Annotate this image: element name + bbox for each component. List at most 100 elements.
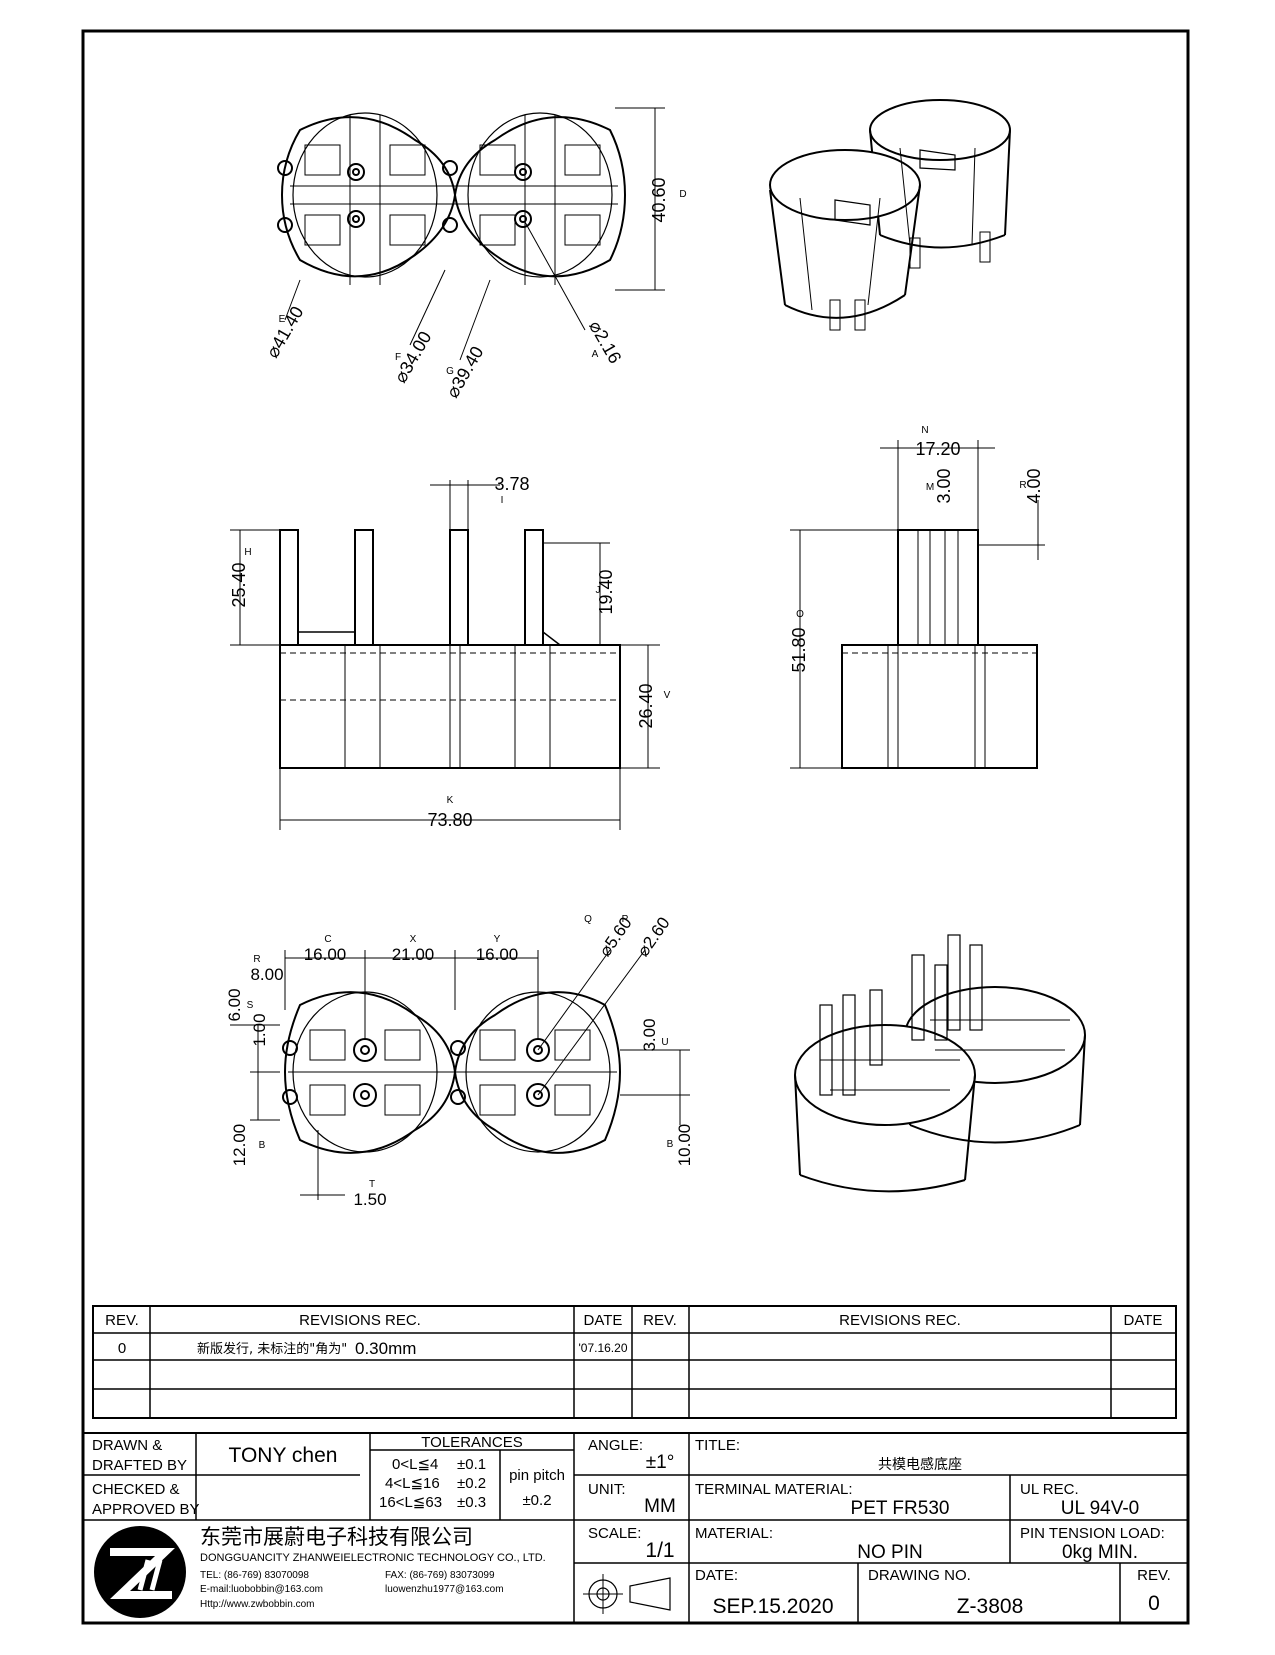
rev-header-left: REV. (105, 1312, 139, 1329)
dim-d1-text: 16.00 (304, 945, 347, 964)
tag-p: P (622, 914, 629, 925)
tag-e: E (279, 314, 286, 325)
tag-n: N (921, 425, 928, 436)
bottom-view (230, 949, 690, 1200)
terminal-label: TERMINAL MATERIAL: (695, 1481, 853, 1498)
tol-range-1: 0<L≦4 (392, 1456, 438, 1473)
tag-u: U (661, 1037, 668, 1048)
unit-val: MM (644, 1496, 676, 1517)
tol-val-1: ±0.1 (457, 1456, 486, 1473)
scale-label: SCALE: (588, 1525, 641, 1542)
material-label: MATERIAL: (695, 1525, 773, 1542)
tag-a: A (592, 349, 599, 360)
angle-val: ±1° (646, 1452, 675, 1473)
rec-header-right: REVISIONS REC. (839, 1312, 961, 1329)
company-en: DONGGUANCITY ZHANWEIELECTRONIC TECHNOLOG… (200, 1552, 546, 1564)
scale-val: 1/1 (645, 1539, 674, 1562)
dim-d6-text: 1.00 (250, 1013, 269, 1046)
tag-b-right: B (667, 1139, 674, 1150)
pin-tension-val: 0kg MIN. (1062, 1542, 1138, 1563)
revisions-table (92, 1305, 1177, 1419)
tag-k: K (447, 795, 454, 806)
drawn-label-2: DRAFTED BY (92, 1457, 187, 1474)
pin-pitch-val: ±0.2 (522, 1492, 551, 1509)
dim-pin-width-text: 3.78 (494, 474, 529, 494)
rev-row-rec-cn: 新版发行, 未标注的"角为" (197, 1341, 347, 1357)
tag-v: V (664, 690, 671, 701)
rev-header-right: REV. (643, 1312, 677, 1329)
pin-tension-label: PIN TENSION LOAD: (1020, 1525, 1165, 1542)
dim-side-width-text: 17.20 (915, 439, 960, 459)
tag-r: R (253, 954, 260, 965)
tag-d: D (679, 189, 686, 200)
rev-row-rev: 0 (118, 1340, 126, 1357)
tag-y: Y (494, 934, 501, 945)
angle-label: ANGLE: (588, 1437, 643, 1454)
tag-c: C (324, 934, 331, 945)
iso-view-top (769, 99, 1011, 331)
dim-d7-text: 12.00 (230, 1124, 249, 1167)
dim-side-slot-text: 3.00 (934, 468, 954, 503)
material-val: NO PIN (857, 1542, 922, 1563)
tag-t: T (369, 1179, 375, 1190)
top-view (277, 107, 665, 361)
date-header-left: DATE (584, 1312, 623, 1329)
tol-val-3: ±0.3 (457, 1494, 486, 1511)
terminal-val: PET FR530 (851, 1498, 950, 1519)
dim-d10-text: 10.00 (675, 1124, 694, 1167)
tag-f: F (395, 352, 401, 363)
dim-d12-text: ⌀2.60 (633, 914, 673, 960)
drawn-name: TONY chen (229, 1444, 338, 1467)
tolerances-label: TOLERANCES (421, 1434, 522, 1451)
checked-label-2: APPROVED BY (92, 1501, 200, 1518)
tol-val-2: ±0.2 (457, 1475, 486, 1492)
tol-range-2: 4<L≦16 (385, 1475, 440, 1492)
dim-d3-text: 16.00 (476, 945, 519, 964)
sheet-border (81, 29, 1190, 1625)
front-view-labels: 3.78 25.40 19.40 26.40 73.80 I H J V K (229, 474, 671, 830)
tag-i: I (501, 495, 504, 506)
title-label: TITLE: (695, 1437, 740, 1454)
rec-header-left: REVISIONS REC. (299, 1312, 421, 1329)
tol-range-3: 16<L≦63 (379, 1494, 442, 1511)
tag-o: O (796, 609, 804, 620)
company-web: Http://www.zwbobbin.com (200, 1599, 315, 1610)
rev-val: 0 (1148, 1592, 1160, 1615)
title-block (82, 1432, 1189, 1624)
iso-view-bottom (794, 934, 1086, 1193)
dim-height-text: 40.60 (649, 177, 669, 222)
tag-j: J (596, 585, 601, 596)
revisions-labels: REV. REVISIONS REC. DATE REV. REVISIONS … (105, 1312, 1162, 1358)
dim-d2-text: 21.00 (392, 945, 435, 964)
title-val: 共模电感底座 (878, 1456, 962, 1473)
title-block-text: DRAWN & DRAFTED BY CHECKED & APPROVED BY… (92, 1434, 1171, 1618)
dim-d4-text: 8.00 (250, 965, 283, 984)
checked-label-1: CHECKED & (92, 1481, 180, 1498)
company-fax: FAX: (86-769) 83073099 (385, 1570, 495, 1581)
side-view (790, 440, 1045, 769)
tag-r-side: R (1019, 480, 1026, 491)
side-view-labels: 17.20 3.00 4.00 51.80 N M R O (789, 425, 1044, 673)
dim-body-height-text: 26.40 (636, 683, 656, 728)
company-cn: 东莞市展蔚电子科技有限公司 (200, 1525, 473, 1549)
rev-row-rec-val: 0.30mm (355, 1339, 416, 1358)
rev-row-date: '07.16.20 (578, 1341, 627, 1355)
pin-pitch-label: pin pitch (509, 1467, 565, 1484)
dim-outer-dia-text: ⌀41.40 (262, 303, 307, 361)
rev-label: REV. (1137, 1567, 1171, 1584)
dim-pin-height-text: 19.40 (596, 569, 616, 614)
date-val: SEP.15.2020 (712, 1595, 833, 1618)
dim-side-total-text: 51.80 (789, 627, 809, 672)
dim-d9-text: 3.00 (640, 1018, 659, 1051)
company-info: 东莞市展蔚电子科技有限公司 DONGGUANCITY ZHANWEIELECTR… (200, 1525, 546, 1610)
company-email-1: E-mail:luobobbin@163.com (200, 1584, 323, 1595)
front-view (230, 480, 660, 830)
tag-g: G (446, 366, 454, 377)
dim-d8-text: 1.50 (353, 1190, 386, 1209)
tag-m: M (926, 482, 934, 493)
company-tel: TEL: (86-769) 83070098 (200, 1570, 309, 1581)
tag-s: S (247, 1000, 254, 1011)
drawn-label-1: DRAWN & (92, 1437, 162, 1454)
unit-label: UNIT: (588, 1481, 626, 1498)
tag-h: H (244, 547, 251, 558)
